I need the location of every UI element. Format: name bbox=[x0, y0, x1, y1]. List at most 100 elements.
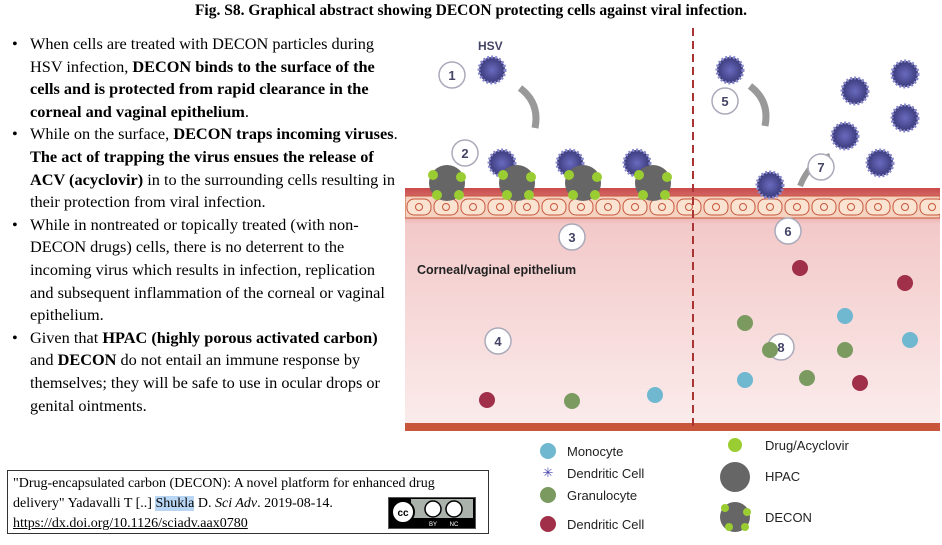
step-2-marker: 2 bbox=[451, 139, 479, 167]
text: Given that bbox=[30, 327, 103, 347]
epithelial-cell bbox=[757, 198, 783, 216]
legend-decon: DECON bbox=[765, 510, 812, 525]
bold-text: DECON binds to the surface of the cells … bbox=[30, 56, 375, 121]
hsv-virus-icon bbox=[830, 121, 860, 151]
epithelial-cell bbox=[649, 198, 675, 216]
immune-cell-icon bbox=[737, 372, 753, 388]
text: in to the surrounding cells resulting in… bbox=[30, 169, 396, 212]
bold-text: HPAC (highly porous activated carbon) bbox=[102, 327, 378, 347]
arrow-down-5 bbox=[747, 83, 770, 127]
epithelial-cell bbox=[784, 198, 810, 216]
step-6-marker: 6 bbox=[774, 217, 802, 245]
immune-cell-icon bbox=[762, 342, 778, 358]
citation-text: D. bbox=[194, 496, 215, 511]
legend-dendritic-cell: Dendritic Cell bbox=[567, 466, 644, 481]
graphical-abstract-diagram: HSV Corneal/vaginal epithelium 12345678 … bbox=[405, 28, 940, 532]
text: While in nontreated or topically treated… bbox=[30, 214, 385, 325]
epithelial-cell bbox=[703, 198, 729, 216]
epithelial-cell bbox=[811, 198, 837, 216]
epithelial-cell bbox=[622, 198, 648, 216]
tissue-label: Corneal/vaginal epithelium bbox=[417, 263, 576, 277]
legend-dendritic-cell-2: Dendritic Cell bbox=[567, 517, 644, 532]
epithelial-cell bbox=[892, 198, 918, 216]
epithelial-cell bbox=[676, 198, 702, 216]
epithelial-cell bbox=[595, 198, 621, 216]
immune-cell-icon bbox=[792, 260, 808, 276]
hsv-virus-icon bbox=[715, 55, 745, 85]
epithelial-cell bbox=[514, 198, 540, 216]
step-1-marker: 1 bbox=[438, 61, 466, 89]
highlighted-author: Shukla bbox=[155, 496, 195, 511]
immune-cell-icon bbox=[479, 392, 495, 408]
text: do not entail an immune response by them… bbox=[30, 350, 380, 415]
immune-cell-icon bbox=[902, 332, 918, 348]
figure-title: Fig. S8. Graphical abstract showing DECO… bbox=[194, 2, 748, 19]
immune-cell-icon bbox=[837, 308, 853, 324]
epithelial-cell bbox=[919, 198, 940, 216]
hsv-virus-icon bbox=[890, 59, 920, 89]
svg-text:BY: BY bbox=[429, 522, 437, 528]
bold-text: The act of trapping the virus ensues the… bbox=[30, 146, 374, 189]
decon-particles bbox=[428, 165, 672, 201]
immune-cell-icon bbox=[837, 342, 853, 358]
epithelial-cell bbox=[433, 198, 459, 216]
citation-box: "Drug-encapsulated carbon (DECON): A nov… bbox=[7, 470, 489, 534]
svg-text:NC: NC bbox=[450, 522, 459, 528]
immune-cells bbox=[479, 260, 918, 409]
hsv-virus-icon bbox=[755, 170, 785, 200]
step-number: 6 bbox=[784, 224, 791, 239]
legend-monocyte: Monocyte bbox=[567, 444, 623, 459]
immune-cell-icon bbox=[737, 315, 753, 331]
immune-cell-icon bbox=[897, 275, 913, 291]
dendritic-cell-red-icon bbox=[540, 516, 556, 532]
hpac-icon bbox=[720, 462, 750, 492]
text: While on the surface, bbox=[30, 124, 174, 144]
step-3-marker: 3 bbox=[558, 223, 586, 251]
bold-text: DECON traps incoming viruses bbox=[173, 124, 394, 144]
surface-cells bbox=[406, 198, 940, 216]
epithelial-cell bbox=[568, 198, 594, 216]
epithelial-cell bbox=[541, 198, 567, 216]
journal-name: Sci Adv bbox=[214, 496, 258, 511]
step-number: 1 bbox=[448, 68, 455, 83]
citation-date: . 2019-08-14. bbox=[257, 496, 333, 511]
bold-text: DECON bbox=[57, 350, 117, 370]
bullet-3: While in nontreated or topically treated… bbox=[12, 214, 398, 327]
monocyte-icon bbox=[540, 443, 556, 459]
legend: Monocyte ✳ Dendritic Cell Granulocyte De… bbox=[540, 438, 849, 532]
hsv-virus-icon bbox=[890, 103, 920, 133]
bullet-2: While on the surface, DECON traps incomi… bbox=[12, 123, 398, 213]
step-number: 3 bbox=[568, 230, 575, 245]
bullet-1: When cells are treated with DECON partic… bbox=[12, 33, 398, 123]
bullet-list: When cells are treated with DECON partic… bbox=[10, 33, 398, 417]
step-number: 7 bbox=[817, 160, 824, 175]
citation-text: "Drug-encapsulated carbon (DECON): A nov… bbox=[13, 476, 435, 511]
step-number: 8 bbox=[777, 340, 784, 355]
drug-icon bbox=[728, 438, 742, 452]
viruses bbox=[477, 55, 920, 200]
svg-text:cc: cc bbox=[397, 508, 409, 519]
step-5-marker: 5 bbox=[711, 87, 739, 115]
text: When cells are treated with DECON partic… bbox=[30, 34, 375, 76]
cc-license-badge: cc BY NC bbox=[388, 497, 476, 529]
step-7-marker: 7 bbox=[807, 153, 835, 181]
epithelial-cell bbox=[406, 198, 432, 216]
immune-cell-icon bbox=[647, 387, 663, 403]
bullet-4: Given that HPAC (highly porous activated… bbox=[12, 327, 398, 417]
text: . bbox=[393, 124, 398, 144]
doi-link[interactable]: https://dx.doi.org/10.1126/sciadv.aax078… bbox=[13, 516, 248, 531]
basement-layer bbox=[405, 423, 940, 431]
cc-by-nc-icon: cc BY NC bbox=[391, 499, 473, 528]
immune-cell-icon bbox=[799, 370, 815, 386]
text: . bbox=[244, 101, 249, 121]
legend-granulocyte: Granulocyte bbox=[567, 488, 637, 503]
immune-cell-icon bbox=[564, 393, 580, 409]
epithelial-cell bbox=[838, 198, 864, 216]
legend-hpac: HPAC bbox=[765, 469, 800, 484]
hsv-virus-icon bbox=[840, 76, 870, 106]
step-number: 2 bbox=[461, 146, 468, 161]
step-4-marker: 4 bbox=[484, 327, 512, 355]
hsv-virus-icon bbox=[477, 55, 507, 85]
step-number: 5 bbox=[721, 94, 728, 109]
epithelial-cell bbox=[865, 198, 891, 216]
